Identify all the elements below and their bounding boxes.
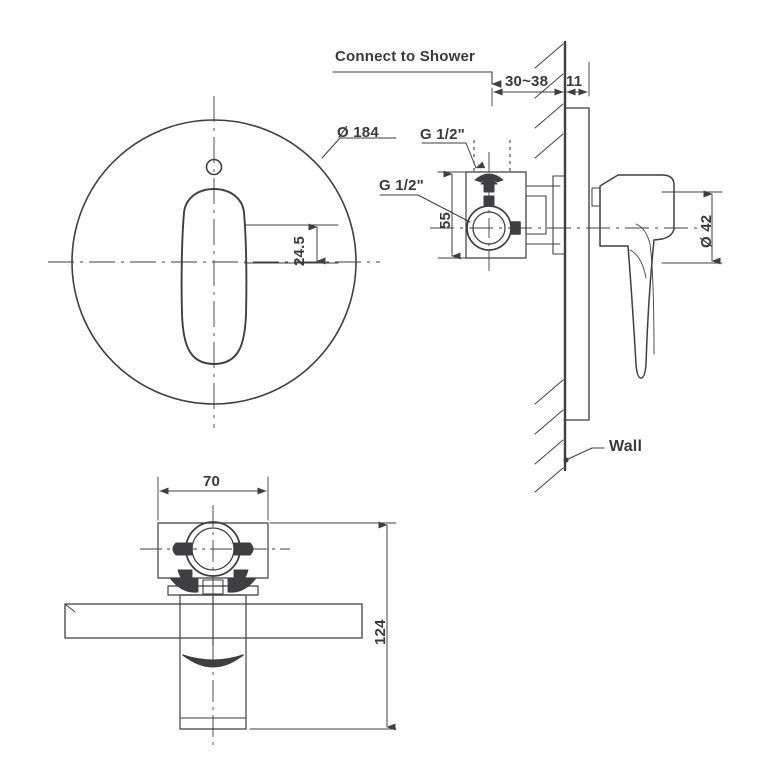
dim-124 bbox=[249, 521, 397, 731]
wall-hatching bbox=[534, 43, 564, 493]
label-hub-diameter: Ø 42 bbox=[698, 214, 715, 248]
front-centerlines bbox=[48, 96, 380, 428]
leader-thread-top bbox=[421, 142, 486, 169]
side-valve-body bbox=[465, 171, 566, 259]
label-overall-height: 124 bbox=[372, 619, 389, 645]
side-lever-handle bbox=[591, 174, 675, 379]
inlet-projection-lines bbox=[473, 140, 511, 172]
side-escutcheon-plate bbox=[564, 107, 590, 421]
label-plate-diameter: Ø 184 bbox=[337, 124, 379, 141]
front-indicator-dot bbox=[205, 158, 223, 176]
dim-55 bbox=[437, 170, 467, 260]
label-handle-offset: 24.5 bbox=[291, 236, 308, 266]
dim-wall-depth bbox=[491, 51, 590, 107]
bottom-view-group bbox=[64, 476, 397, 745]
label-wall-depth-range: 30~38 bbox=[505, 73, 549, 90]
label-wall: Wall bbox=[609, 438, 643, 455]
label-valve-height: 55 bbox=[437, 211, 454, 229]
leader-plate-diameter bbox=[321, 137, 397, 159]
bottom-centerlines bbox=[140, 505, 290, 745]
label-thread-top: G 1/2" bbox=[420, 126, 465, 143]
label-thread-side: G 1/2" bbox=[379, 177, 424, 194]
dim-42 bbox=[661, 190, 723, 265]
bottom-clamp bbox=[167, 569, 259, 596]
leader-thread-side bbox=[379, 194, 471, 223]
label-plate-thickness: 11 bbox=[566, 73, 583, 90]
front-lever-handle bbox=[180, 188, 248, 365]
label-plate-width: 70 bbox=[203, 473, 221, 490]
dim-24-5 bbox=[244, 223, 339, 265]
leader-connect-to-shower bbox=[332, 71, 502, 88]
dim-70 bbox=[157, 476, 269, 521]
leader-wall bbox=[563, 447, 605, 463]
bottom-escutcheon-plate bbox=[64, 603, 363, 639]
front-view-group bbox=[48, 96, 397, 428]
label-connect-to-shower: Connect to Shower bbox=[335, 48, 476, 65]
side-view-group bbox=[332, 40, 723, 493]
